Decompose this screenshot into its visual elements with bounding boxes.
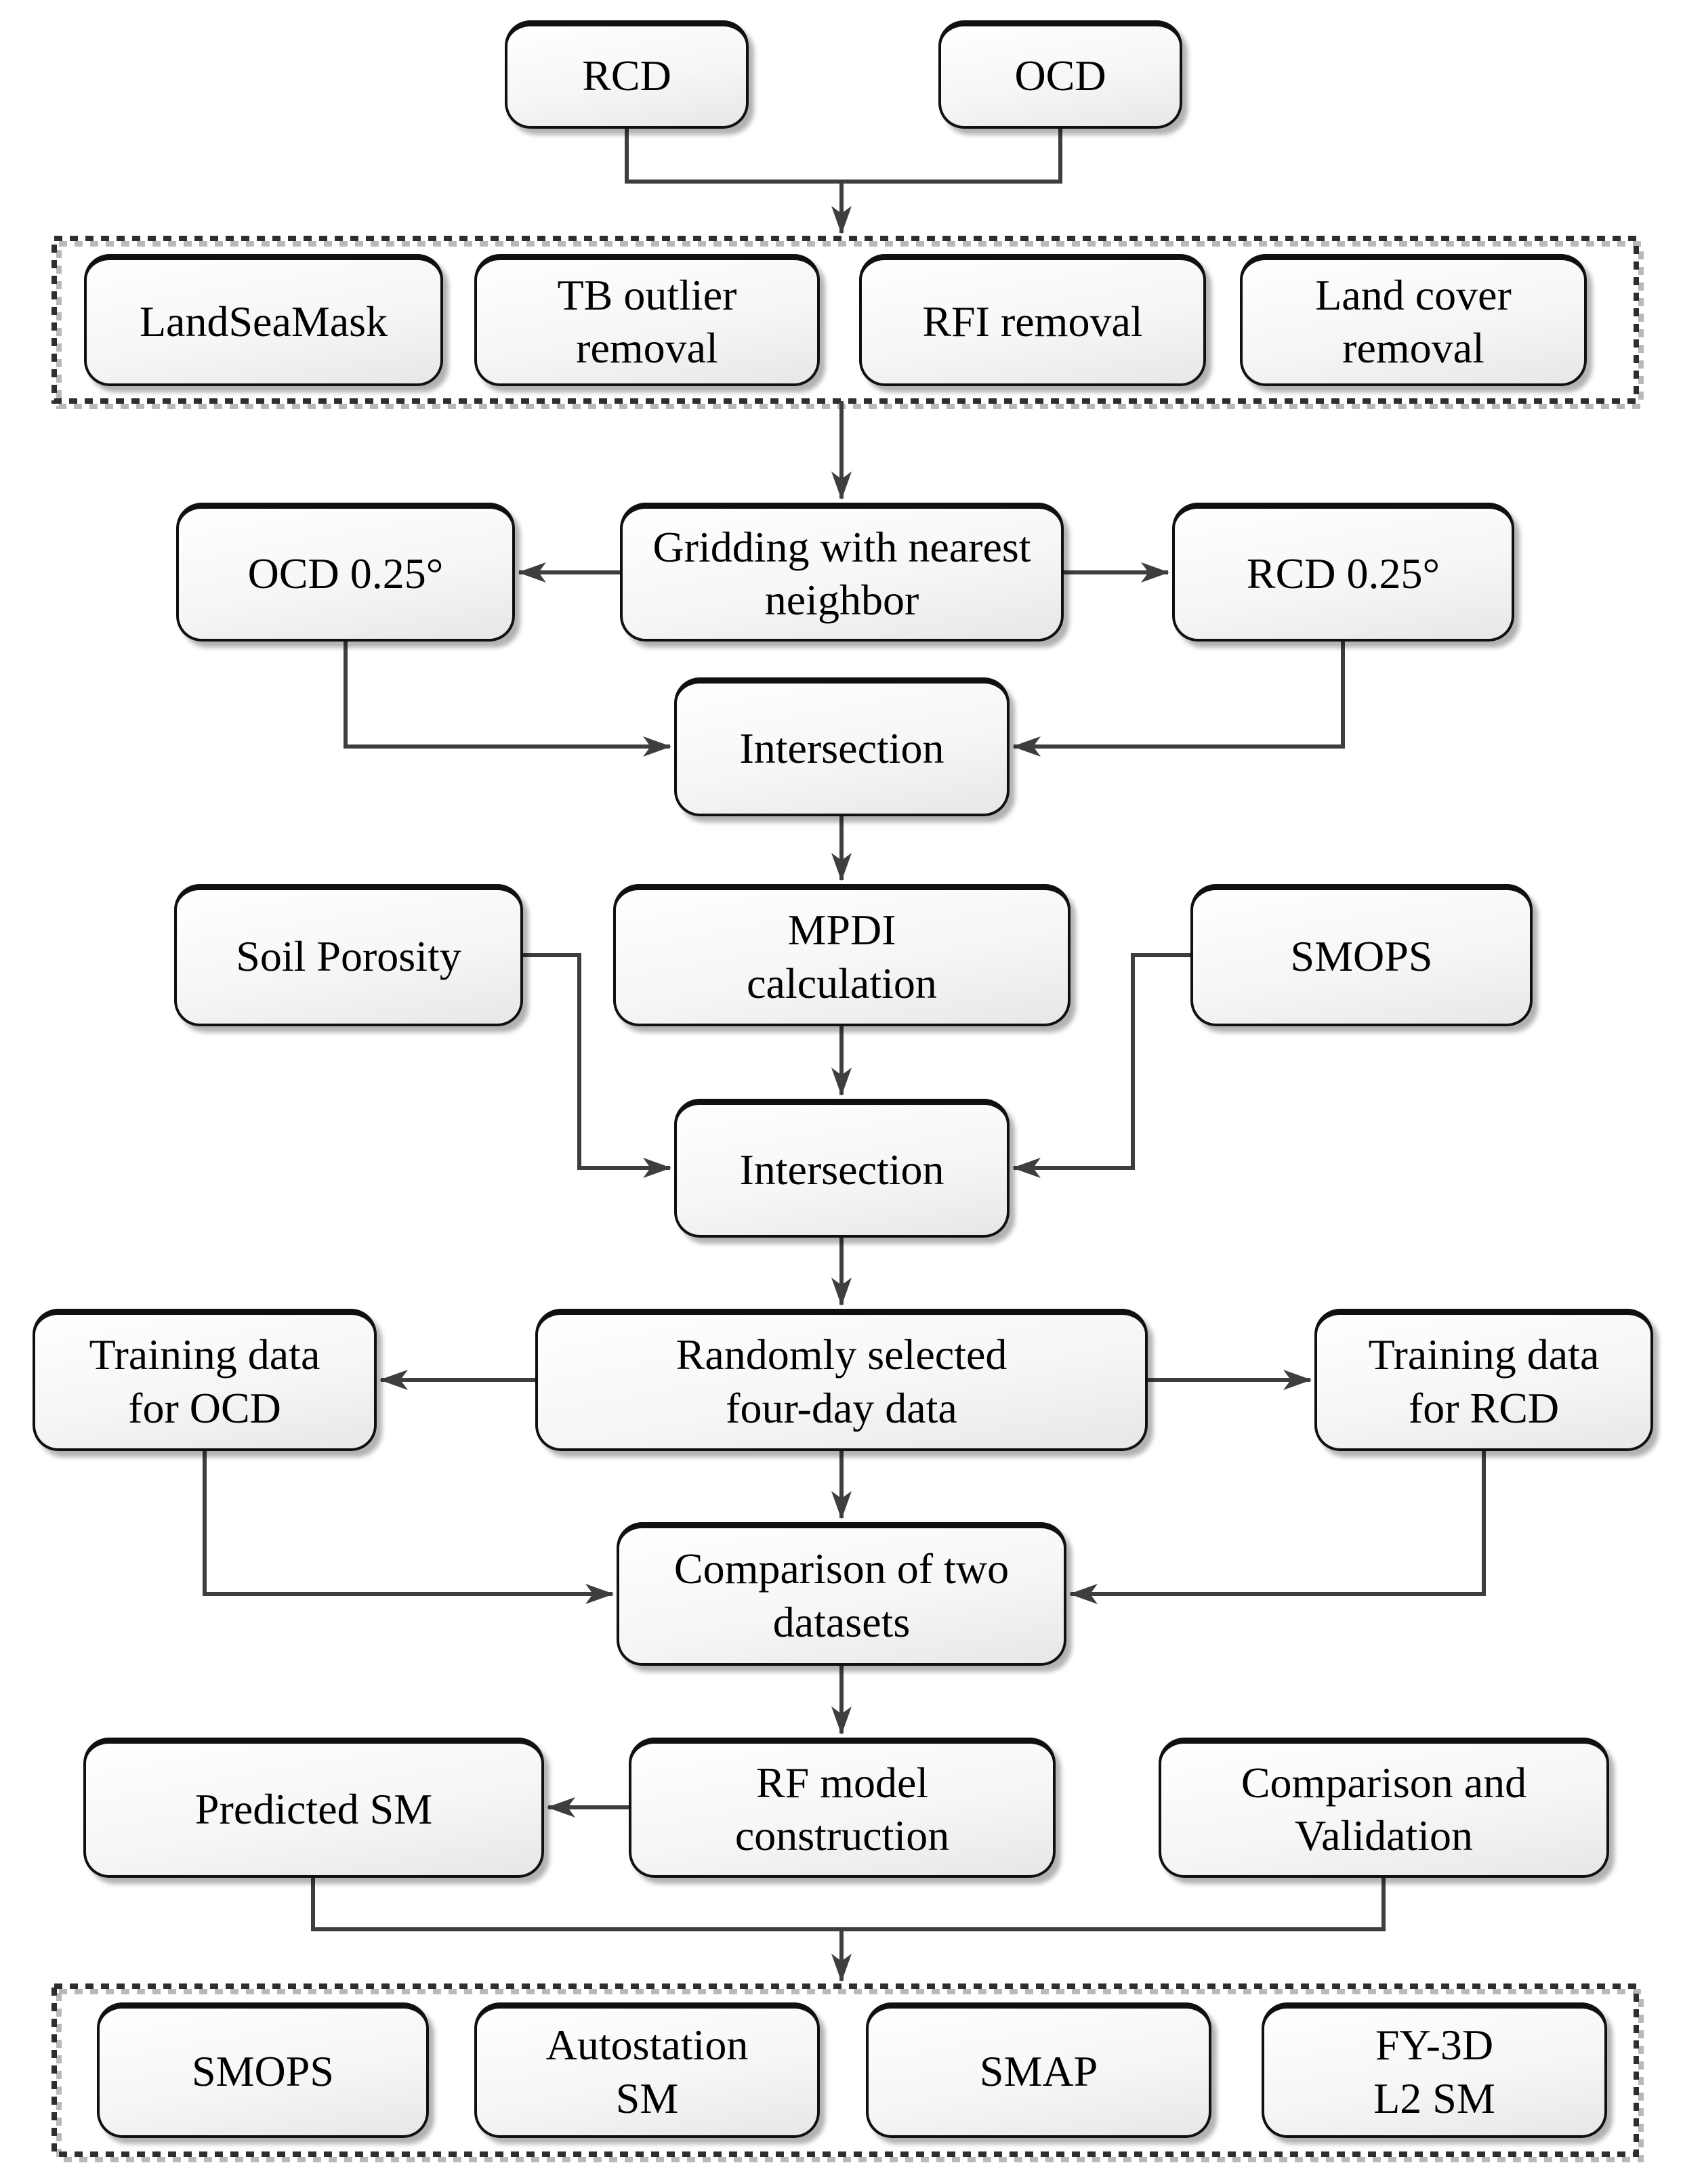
node-rcd: RCD [505, 20, 749, 129]
node-smap: SMAP [866, 2002, 1211, 2138]
wire-bottom-merge [311, 1878, 1386, 1931]
arrow-trainingrcd-to-comparison [1069, 1451, 1486, 1604]
node-land-cover-removal: Land cover removal [1240, 254, 1587, 386]
node-smops-output: SMOPS [97, 2002, 429, 2138]
arrow-rcd025-to-intersection1 [1012, 642, 1345, 757]
node-comparison-validation: Comparison and Validation [1159, 1738, 1609, 1878]
node-intersection-2: Intersection [674, 1099, 1010, 1238]
node-landseamask: LandSeaMask [84, 254, 443, 386]
node-training-data-rcd: Training data for RCD [1314, 1309, 1653, 1451]
node-rf-model-construction: RF model construction [629, 1738, 1056, 1878]
validation-group-shadow [56, 1989, 1644, 2162]
node-soil-porosity: Soil Porosity [174, 884, 523, 1026]
node-randomly-selected-four-day: Randomly selected four-day data [535, 1309, 1148, 1451]
node-comparison-two-datasets: Comparison of two datasets [617, 1522, 1066, 1666]
node-smops-input: SMOPS [1190, 884, 1533, 1026]
wire-rcd-ocd-merge [625, 129, 1062, 184]
arrow-trainingocd-to-comparison [203, 1451, 614, 1604]
arrow-ocd025-to-intersection1 [344, 642, 671, 757]
node-fy3d-l2-sm: FY-3D L2 SM [1262, 2002, 1607, 2138]
arrow-soilporosity-to-intersection2 [523, 953, 671, 1178]
node-training-data-ocd: Training data for OCD [33, 1309, 377, 1451]
node-mpdi-calculation: MPDI calculation [613, 884, 1071, 1026]
node-tb-outlier-removal: TB outlier removal [474, 254, 820, 386]
node-ocd: OCD [938, 20, 1182, 129]
validation-group-border [51, 1983, 1639, 2157]
node-rfi-removal: RFI removal [859, 254, 1206, 386]
arrow-smops-to-intersection2 [1012, 953, 1190, 1178]
node-predicted-sm: Predicted SM [83, 1738, 544, 1878]
node-gridding-nearest-neighbor: Gridding with nearest neighbor [620, 503, 1064, 642]
node-ocd-025: OCD 0.25° [176, 503, 515, 642]
node-intersection-1: Intersection [674, 677, 1010, 816]
node-rcd-025: RCD 0.25° [1172, 503, 1514, 642]
node-autostation-sm: Autostation SM [474, 2002, 820, 2138]
